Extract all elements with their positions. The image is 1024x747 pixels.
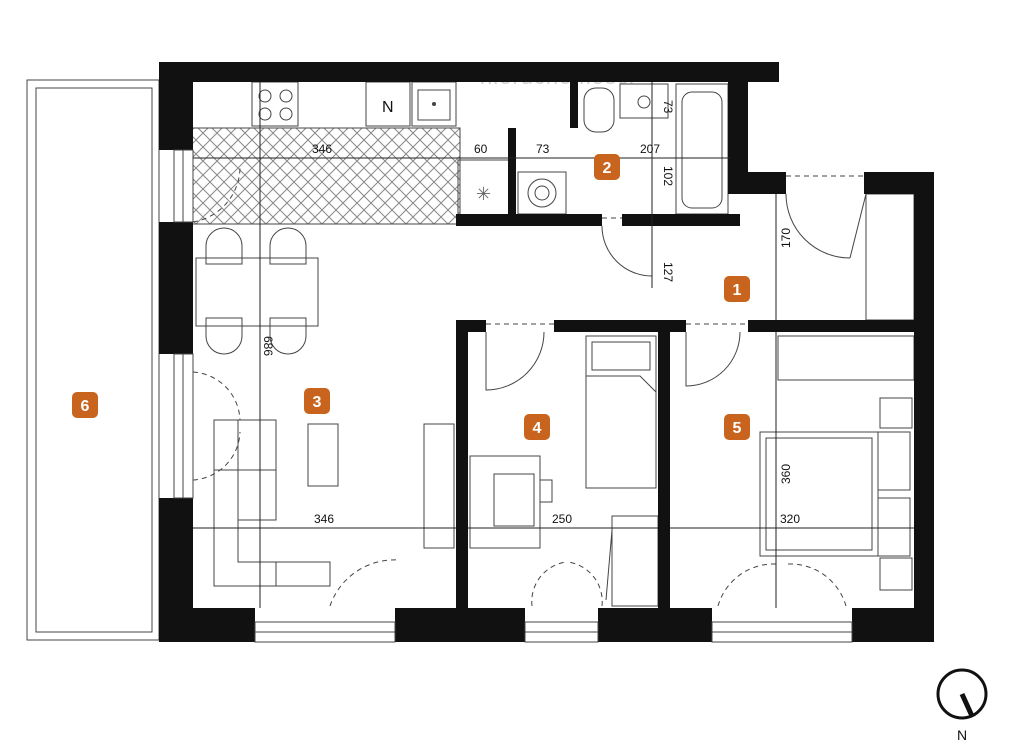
svg-text:2: 2 — [603, 160, 612, 177]
dining-set — [195, 227, 319, 355]
dim-room5-width: 320 — [780, 512, 800, 526]
svg-text:✳: ✳ — [476, 184, 491, 205]
room-badge-1: 1 — [724, 276, 750, 302]
svg-text:1: 1 — [733, 282, 742, 299]
dim-bath-top: 73 — [661, 100, 675, 114]
fridge-label: N — [382, 99, 394, 116]
svg-text:5: 5 — [733, 420, 742, 437]
room-badge-4: 4 — [524, 414, 550, 440]
dim-bath-left: 73 — [536, 142, 550, 156]
room5-furniture — [759, 335, 915, 591]
room-badge-6: 6 — [72, 392, 98, 418]
dimension-labels: 346 60 73 207 73 102 127 170 686 346 250… — [261, 100, 800, 526]
north-arrow-icon: N — [936, 668, 988, 743]
dim-hall-width: 170 — [779, 228, 793, 248]
door-swings — [192, 165, 864, 607]
dimension-lines — [193, 82, 914, 608]
svg-text:6: 6 — [81, 398, 90, 415]
sofa — [213, 419, 331, 587]
hall-wardrobe — [849, 193, 915, 321]
balcony — [26, 79, 160, 641]
dim-kitchen-width: 346 — [312, 142, 332, 156]
walls — [159, 62, 934, 642]
bathroom-fixtures — [517, 83, 729, 215]
dim-living-width: 346 — [314, 512, 334, 526]
dim-bath-width: 207 — [640, 142, 660, 156]
svg-text:3: 3 — [313, 394, 322, 411]
coffee-table — [307, 423, 339, 487]
dim-hall-depth: 127 — [661, 262, 675, 282]
svg-text:4: 4 — [533, 420, 542, 437]
dim-living-height: 686 — [261, 336, 275, 356]
dim-room5-height: 360 — [779, 464, 793, 484]
compass-label: N — [957, 727, 967, 743]
dim-kitchen-side: 60 — [474, 142, 488, 156]
room-badge-2: 2 — [594, 154, 620, 180]
kitchen-cabinets: N — [251, 81, 457, 127]
windows — [173, 149, 853, 643]
room-badge-3: 3 — [304, 388, 330, 414]
dim-bath-depth: 102 — [661, 166, 675, 186]
room-badge-5: 5 — [724, 414, 750, 440]
room4-furniture — [469, 335, 659, 607]
tv-unit — [423, 423, 455, 549]
kitchen-counter — [191, 127, 461, 225]
dim-room4-width: 250 — [552, 512, 572, 526]
room-badges: 1 2 3 4 5 6 — [72, 154, 750, 440]
